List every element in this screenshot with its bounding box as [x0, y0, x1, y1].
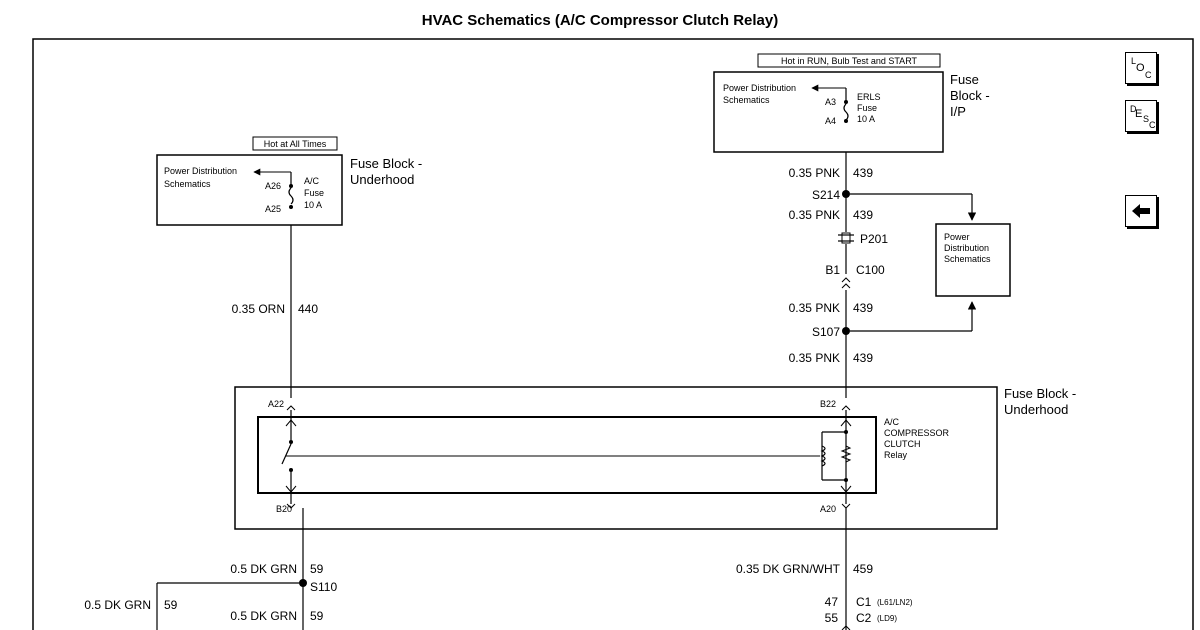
hot-at-all-times-box — [252, 136, 338, 151]
ac-fuse-3: 10 A — [304, 200, 322, 210]
wire-circuit-4: 439 — [853, 351, 873, 365]
description-button[interactable]: D E S C — [1125, 100, 1157, 132]
connector-c100: C100 — [856, 263, 885, 277]
pd-reference-4: Schematics — [164, 179, 211, 189]
wire-pnk-439: 0.35 PNK 439 S214 0.35 PNK 439 P201 B1 C… — [789, 152, 888, 398]
dkgrn-lower-circuit: 59 — [310, 609, 324, 623]
splice-s107-dot — [842, 327, 850, 335]
dkgrn-left-gauge: 0.5 DK GRN — [84, 598, 151, 612]
splice-s110-dot — [299, 579, 307, 587]
desc-e: E — [1135, 108, 1143, 120]
dkgrnwht-gauge: 0.35 DK GRN/WHT — [736, 562, 841, 576]
ac-fuse-1: A/C — [304, 176, 320, 186]
splice-s214-dot — [842, 190, 850, 198]
pin-b1: B1 — [825, 263, 840, 277]
loc-o: O — [1136, 62, 1145, 74]
erls-fuse-1: ERLS — [857, 92, 881, 102]
desc-d: D — [1130, 104, 1137, 114]
ac-fuse-2: Fuse — [304, 188, 324, 198]
orn-gauge: 0.35 ORN — [232, 302, 285, 316]
pin-a22: A22 — [268, 399, 284, 409]
relay-label-2: COMPRESSOR — [884, 428, 950, 438]
wire-gauge-4: 0.35 PNK — [789, 351, 840, 365]
wire-circuit-1: 439 — [853, 166, 873, 180]
pd-reference-1: Power Distribution — [723, 83, 796, 93]
fuse-block-underhood-name-2: Underhood — [350, 172, 414, 187]
c1-pin: 47 — [825, 595, 839, 609]
fuse-block-ip-name-3: I/P — [950, 104, 966, 119]
c1-note: (L61/LN2) — [877, 598, 913, 607]
fuse-block-ip: Hot in RUN, Bulb Test and START Fuse Blo… — [713, 53, 990, 153]
splice-s110: S110 — [310, 580, 337, 594]
relay-label-1: A/C — [884, 417, 900, 427]
wire-gauge-2: 0.35 PNK — [789, 208, 840, 222]
hot-label: Hot in RUN, Bulb Test and START — [781, 56, 918, 66]
schematic-frame — [32, 38, 1194, 630]
splice-s214: S214 — [812, 188, 840, 202]
wire-dk-grn-59: 0.5 DK GRN 59 S110 0.5 DK GRN 59 0.5 DK … — [84, 508, 337, 630]
desc-s: S — [1143, 114, 1150, 124]
pin-a4: A4 — [825, 116, 836, 126]
fuse-block-ip-box — [713, 71, 944, 153]
wire-gauge-3: 0.35 PNK — [789, 301, 840, 315]
fuse-block-underhood-relay: Fuse Block - Underhood A22 B22 B20 A20 A… — [234, 386, 1076, 530]
pin-a26: A26 — [265, 181, 281, 191]
relay-label-4: Relay — [884, 450, 908, 460]
page-title: HVAC Schematics (A/C Compressor Clutch R… — [421, 12, 779, 29]
pd-branches: Power Distribution Schematics — [850, 193, 1011, 332]
fuse-block-underhood-name-1: Fuse Block - — [350, 156, 422, 171]
pd-schematics-box — [935, 223, 1011, 297]
location-button[interactable]: L O C — [1125, 52, 1157, 84]
pd-box-line2: Distribution — [944, 243, 989, 253]
fuse-block-ip-name-2: Block - — [950, 88, 990, 103]
fuse-block-underhood-top: Hot at All Times Fuse Block - Underhood … — [156, 136, 422, 226]
desc-c: C — [1149, 120, 1156, 130]
left-arrow-icon — [1132, 204, 1150, 218]
splice-s107: S107 — [812, 325, 840, 339]
underhood-name-1: Fuse Block - — [1004, 386, 1076, 401]
relay-label-3: CLUTCH — [884, 439, 921, 449]
dkgrn-circuit: 59 — [310, 562, 324, 576]
wire-orn-440: 0.35 ORN 440 — [232, 225, 318, 398]
underhood-block-box — [234, 386, 998, 530]
pin-a20: A20 — [820, 504, 836, 514]
fuse-block-ip-name-1: Fuse — [950, 72, 979, 87]
dkgrn-lower-gauge: 0.5 DK GRN — [230, 609, 297, 623]
wire-dk-grn-wht-459: 0.35 DK GRN/WHT 459 47 C1 (L61/LN2) 55 C… — [736, 508, 913, 630]
pd-reference-2: Schematics — [723, 95, 770, 105]
loc-l: L — [1131, 56, 1137, 66]
dkgrn-left-circuit: 59 — [164, 598, 178, 612]
hot-at-all-times-label: Hot at All Times — [264, 139, 327, 149]
pd-box-line3: Schematics — [944, 254, 991, 264]
wire-circuit-3: 439 — [853, 301, 873, 315]
fuse-block-underhood-top-box — [156, 154, 343, 226]
pd-box-line1: Power — [944, 232, 970, 242]
dkgrn-gauge: 0.5 DK GRN — [230, 562, 297, 576]
relay-coil — [820, 445, 826, 467]
c2-pin: 55 — [825, 611, 839, 625]
pin-b22: B22 — [820, 399, 836, 409]
relay-box — [257, 416, 877, 494]
relay-diode-resistor — [840, 445, 852, 463]
back-button[interactable] — [1125, 195, 1157, 227]
erls-fuse-2: Fuse — [857, 103, 877, 113]
wire-circuit-2: 439 — [853, 208, 873, 222]
c2-label: C2 — [856, 611, 872, 625]
orn-circuit: 440 — [298, 302, 318, 316]
wire-gauge-1: 0.35 PNK — [789, 166, 840, 180]
pin-a25: A25 — [265, 204, 281, 214]
loc-c: C — [1145, 70, 1152, 80]
pin-b20: B20 — [276, 504, 292, 514]
pd-reference-3: Power Distribution — [164, 166, 237, 176]
underhood-name-2: Underhood — [1004, 402, 1068, 417]
c2-note: (LD9) — [877, 614, 897, 623]
hot-label-box — [757, 53, 941, 68]
c1-label: C1 — [856, 595, 872, 609]
erls-fuse-3: 10 A — [857, 114, 875, 124]
pin-a3: A3 — [825, 97, 836, 107]
dkgrnwht-circuit: 459 — [853, 562, 873, 576]
connector-p201: P201 — [860, 232, 888, 246]
